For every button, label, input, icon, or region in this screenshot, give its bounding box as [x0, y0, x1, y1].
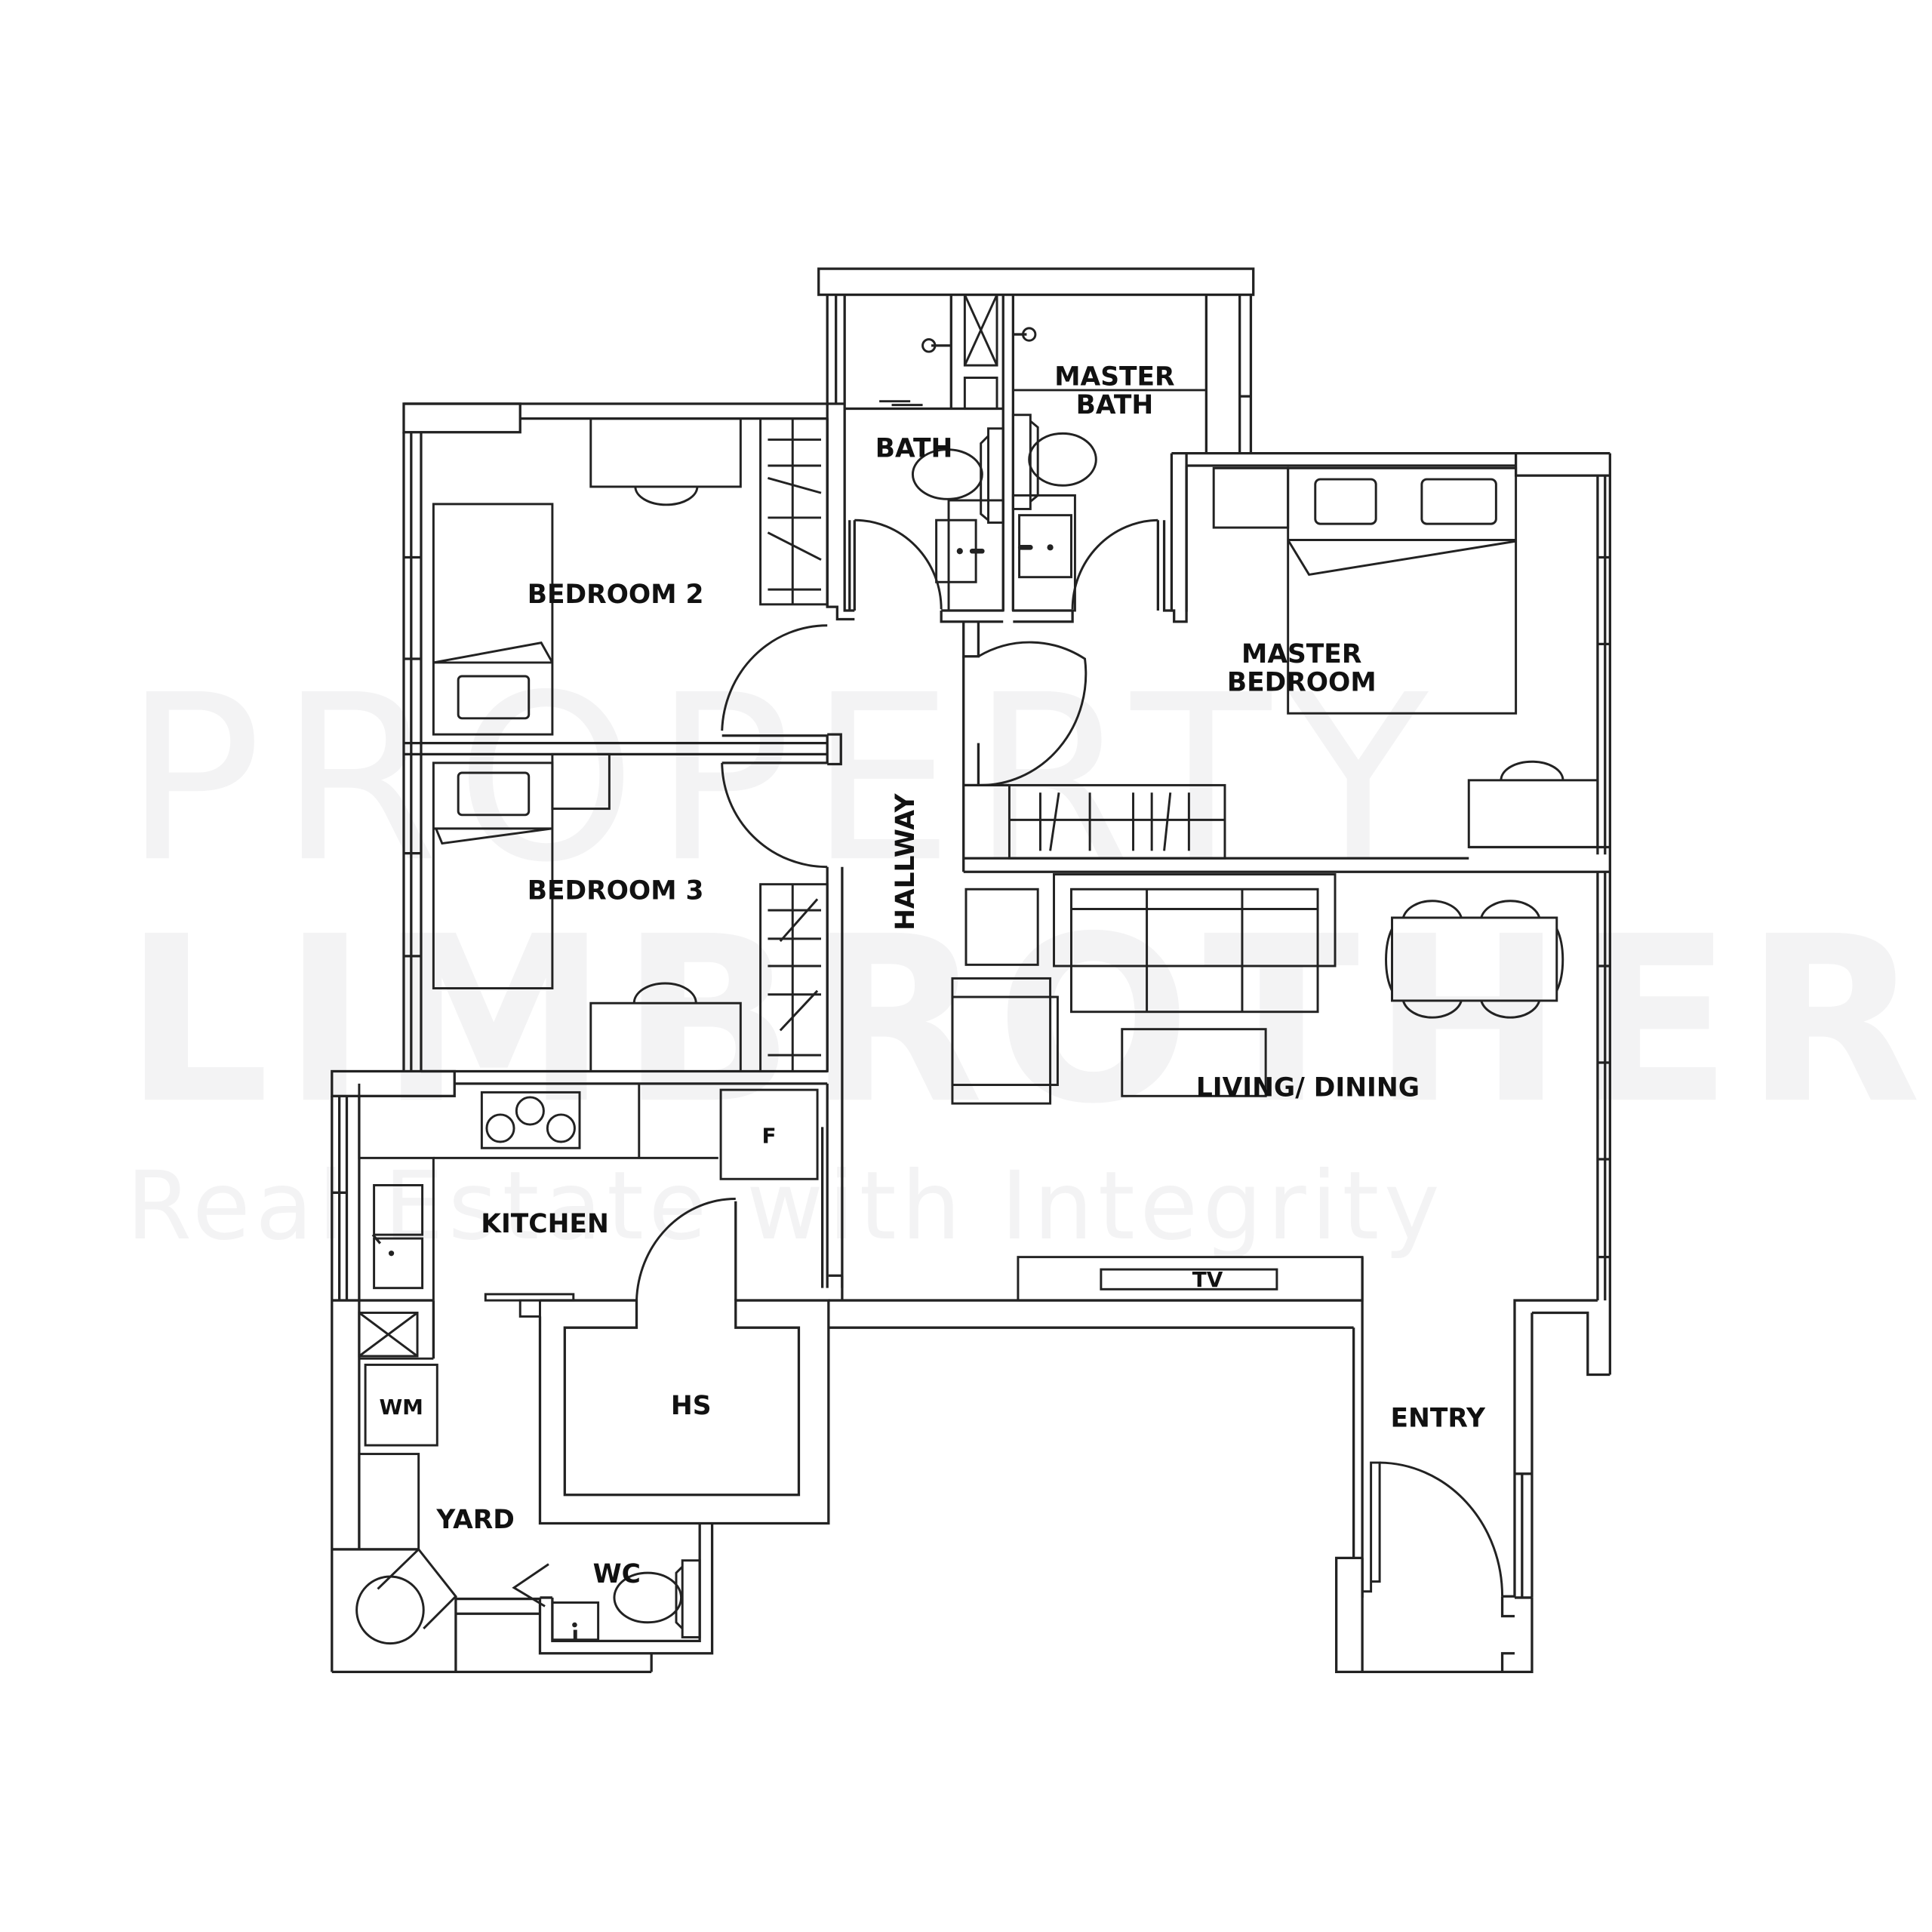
wc [512, 1523, 714, 1655]
wardrobe [759, 883, 829, 1072]
room-label-bedroom-3: BEDROOM 3 [528, 875, 704, 906]
room-label-master-bedroom-1: MASTER [1241, 639, 1361, 669]
basin-icon [935, 499, 1004, 612]
room-label-living-dining: LIVING/ DINING [1196, 1072, 1420, 1103]
room-label-hs: HS [671, 1391, 712, 1421]
room-label-master-bath-2: BATH [1076, 390, 1154, 420]
wardrobe [759, 417, 829, 606]
door-swing [977, 641, 1088, 786]
tv [1100, 1268, 1278, 1291]
side-table [551, 752, 611, 811]
master-bedroom-walls [962, 451, 1611, 1375]
burner-icon [515, 1096, 545, 1126]
bedroom2-furniture [432, 417, 829, 736]
burner-icon [485, 1113, 515, 1143]
master-bedroom-furniture [977, 466, 1599, 860]
single-bed [432, 503, 554, 736]
burner-icon [546, 1113, 576, 1143]
wardrobe [1008, 783, 1226, 860]
room-label-wc: WC [593, 1559, 641, 1589]
room-label-bath: BATH [875, 434, 953, 464]
door-swing [721, 762, 828, 869]
main-door-swing [1380, 1461, 1504, 1597]
chair-icon [1500, 760, 1564, 780]
yard: WM [331, 1300, 653, 1674]
fridge [719, 1088, 819, 1180]
door-swing [854, 518, 943, 610]
entry [1335, 1461, 1534, 1674]
room-label-master-bedroom-2: BEDROOM [1227, 668, 1377, 698]
room-label-entry: ENTRY [1390, 1403, 1486, 1433]
toilet-icon [1011, 414, 1097, 510]
side-table [964, 888, 1039, 966]
chair-icon [632, 982, 697, 1004]
side-table [1212, 466, 1290, 529]
washing-machine-label: WM [379, 1395, 423, 1420]
duct [358, 1312, 419, 1358]
room-label-master-bath-1: MASTER [1054, 361, 1174, 392]
kitchen-walls: F [331, 1069, 830, 1672]
watermark-line2: LIMBROTHERS [124, 887, 1932, 1154]
door-swing [1071, 518, 1158, 610]
door-swing [635, 1198, 736, 1301]
desk [589, 1001, 742, 1072]
coffee-table [1121, 1028, 1267, 1097]
pillow [457, 771, 531, 817]
chair-icon [634, 486, 699, 506]
room-label-yard: YARD [435, 1505, 514, 1535]
sofa [1053, 873, 1337, 968]
room-label-hallway: HALLWAY [891, 792, 921, 931]
pillow [1314, 478, 1377, 525]
sink [373, 1183, 424, 1236]
living-walls [828, 872, 1611, 1598]
room-label-kitchen: KITCHEN [481, 1209, 609, 1239]
tv-console [1017, 1256, 1364, 1302]
tv-label: TV [1192, 1267, 1223, 1292]
hob [480, 1091, 581, 1149]
desk [1467, 779, 1599, 848]
toilet-icon [613, 1559, 701, 1638]
basin-icon [551, 1601, 600, 1641]
room-label-bedroom-2: BEDROOM 2 [528, 580, 704, 610]
dining-table [1385, 900, 1564, 1019]
desk [589, 417, 742, 488]
fridge-label: F [762, 1124, 777, 1149]
water-heater [355, 1575, 425, 1645]
door-swing [721, 624, 828, 731]
watermark-line1: PROPERTY [124, 645, 1445, 912]
room-labels: BATH MASTER BATH BEDROOM 2 BEDROOM 3 MAS… [435, 361, 1486, 1589]
watermark-tagline: Real Estate with Integrity [126, 1152, 1444, 1261]
pillow [457, 675, 531, 720]
basin-icon [1011, 494, 1076, 612]
bedroom3-furniture [432, 752, 829, 1072]
single-bed [432, 761, 554, 990]
toilet-icon [911, 427, 1004, 524]
washing-machine [364, 1363, 438, 1447]
double-bed [1287, 466, 1518, 715]
bath-fixtures [854, 327, 1158, 612]
pillow [1420, 478, 1497, 525]
watermark: PROPERTY LIMBROTHERS Real Estate with In… [124, 645, 1932, 1261]
